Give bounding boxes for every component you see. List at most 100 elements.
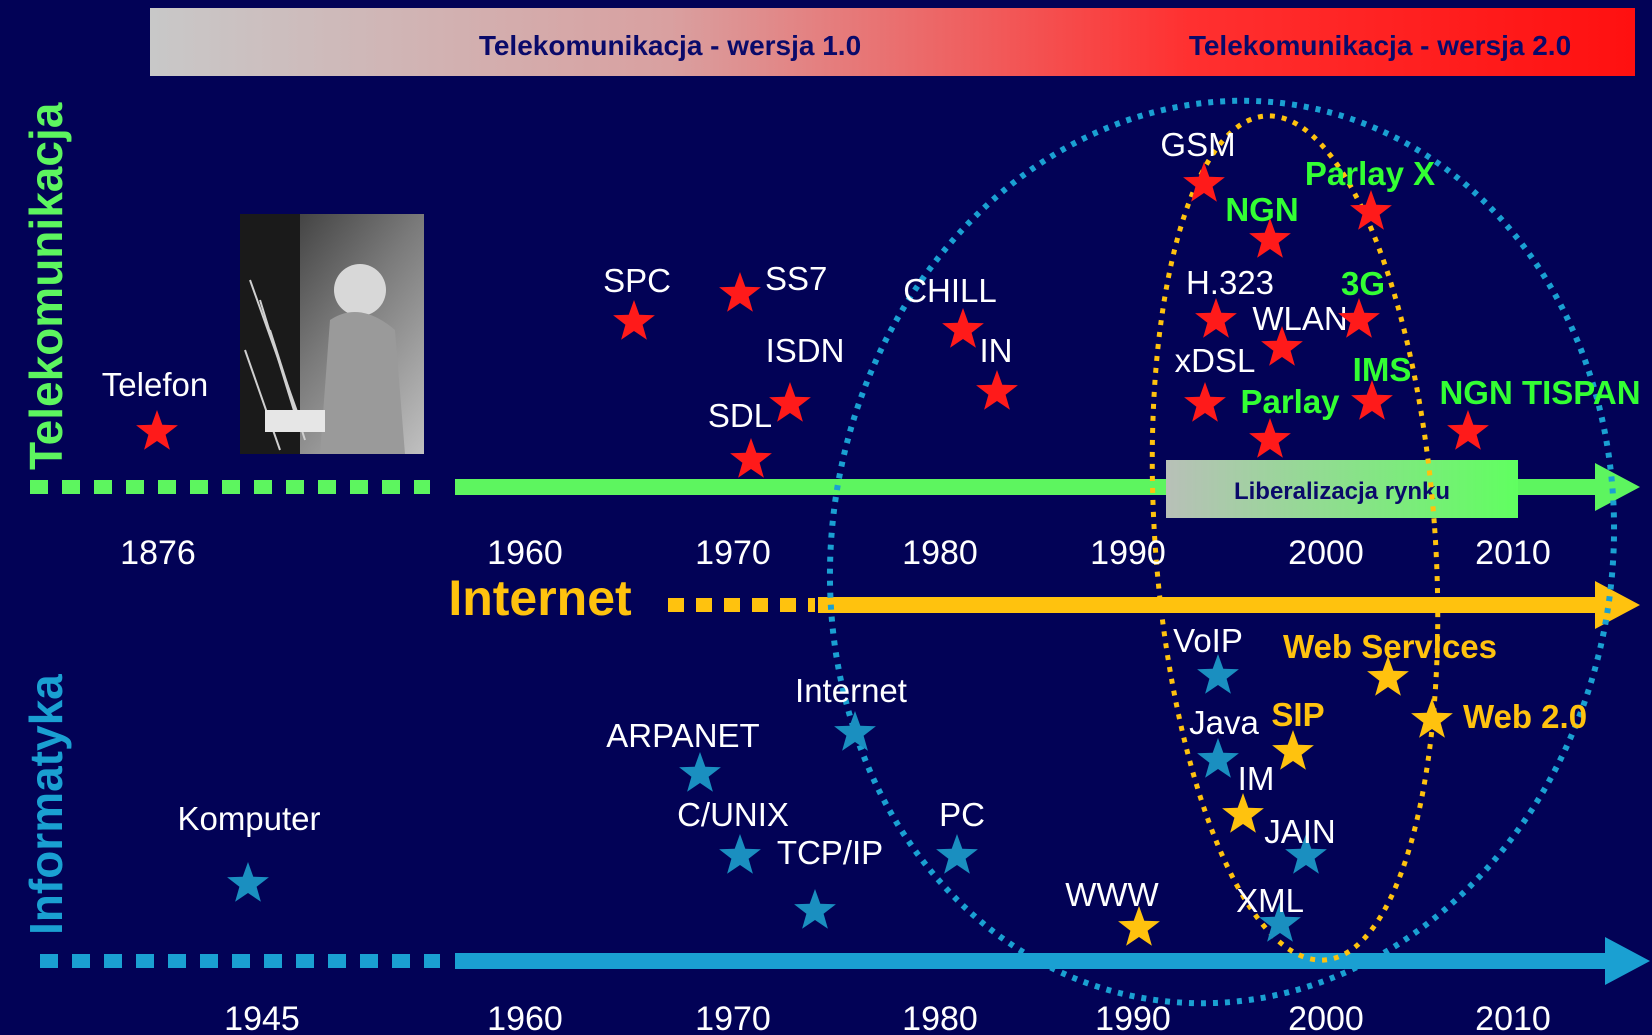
year-label: 2000 <box>1288 534 1364 572</box>
star-icon <box>794 889 836 929</box>
year-label: 1990 <box>1095 1000 1171 1035</box>
telecom-event-gsm: GSM <box>1160 126 1236 202</box>
star-icon <box>1118 906 1160 946</box>
it-event-label: C/UNIX <box>677 796 789 833</box>
telecom-event-isdn: ISDN <box>766 332 845 422</box>
it-event-c-unix: C/UNIX <box>677 796 789 874</box>
it-event-voip: VoIP <box>1173 622 1243 694</box>
telecom-event-label: IN <box>980 332 1013 369</box>
year-label: 2010 <box>1475 534 1551 572</box>
it-event-sip: SIP <box>1271 696 1325 770</box>
telecom-event-label: CHILL <box>903 272 997 309</box>
it-event-label: Java <box>1189 704 1259 741</box>
telecom-event-label: SPC <box>603 262 671 299</box>
liberalization-label: Liberalizacja rynku <box>1234 478 1450 505</box>
it-event-web-2-0: Web 2.0 <box>1411 698 1587 738</box>
year-label: 1945 <box>224 1000 300 1035</box>
it-event-arpanet: ARPANET <box>606 717 760 792</box>
telecom-event-ngn: NGN <box>1225 191 1299 258</box>
telecom-event-label: IMS <box>1353 351 1412 388</box>
year-label: 1876 <box>120 534 196 572</box>
it-event-label: XML <box>1236 882 1304 919</box>
star-icon <box>719 272 761 312</box>
year-label: 1970 <box>695 1000 771 1035</box>
year-label: 2000 <box>1288 1000 1364 1035</box>
star-icon <box>1351 380 1393 420</box>
star-icon <box>936 834 978 874</box>
it-event-label: ARPANET <box>606 717 759 754</box>
telecom-event-3g: 3G <box>1338 265 1385 338</box>
star-icon <box>1261 326 1303 366</box>
star-icon <box>730 438 772 478</box>
year-label: 1970 <box>695 534 771 572</box>
internet-label: Internet <box>448 570 632 626</box>
star-icon <box>1411 698 1453 738</box>
star-icon <box>1447 410 1489 450</box>
liberalization-box <box>1166 460 1518 518</box>
star-icon <box>679 752 721 792</box>
star-icon <box>1249 218 1291 258</box>
it-event-label: IM <box>1238 760 1275 797</box>
year-label: 1980 <box>902 1000 978 1035</box>
year-label: 2010 <box>1475 1000 1551 1035</box>
telecom-event-telefon: Telefon <box>102 366 208 450</box>
it-event-tcp-ip: TCP/IP <box>777 834 883 929</box>
telecom-event-ims: IMS <box>1351 351 1411 420</box>
star-icon <box>1285 834 1327 874</box>
star-icon <box>136 410 178 450</box>
telecom-event-label: H.323 <box>1186 264 1274 301</box>
internet-arrowhead <box>1595 581 1640 629</box>
star-icon <box>834 711 876 751</box>
banner-v1-label: Telekomunikacja - wersja 1.0 <box>479 30 861 61</box>
star-icon <box>227 862 269 902</box>
it-event-internet: Internet <box>795 672 907 751</box>
it-event-label: Web Services <box>1283 628 1497 665</box>
years-top: 1876 1960 1970 1980 1990 2000 2010 <box>120 534 1551 572</box>
star-icon <box>769 382 811 422</box>
year-label: 1960 <box>487 534 563 572</box>
year-label: 1980 <box>902 534 978 572</box>
years-bottom: 1945 1960 1970 1980 1990 2000 2010 <box>224 1000 1551 1035</box>
telecom-event-sdl: SDL <box>708 397 772 478</box>
it-event-jain: JAIN <box>1264 813 1336 874</box>
star-icon <box>1272 730 1314 770</box>
it-event-www: WWW <box>1065 876 1160 946</box>
star-icon <box>1367 656 1409 696</box>
telecom-event-label: NGN TISPAN <box>1439 374 1640 411</box>
it-side-label: Informatyka <box>20 674 72 935</box>
year-label: 1960 <box>487 1000 563 1035</box>
it-event-web-services: Web Services <box>1283 628 1497 696</box>
it-event-label: WWW <box>1065 876 1159 913</box>
telecom-event-label: 3G <box>1341 265 1385 302</box>
telecom-event-xdsl: xDSL <box>1175 342 1255 422</box>
star-icon <box>1338 298 1380 338</box>
it-event-label: Web 2.0 <box>1463 698 1587 735</box>
telecom-event-label: Telefon <box>102 366 208 403</box>
telecom-event-label: WLAN <box>1252 300 1347 337</box>
telecom-event-label: Parlay X <box>1305 155 1435 192</box>
it-event-komputer: Komputer <box>177 800 321 902</box>
telecom-event-parlay-x: Parlay X <box>1305 155 1435 230</box>
star-icon <box>1184 382 1226 422</box>
year-label: 1990 <box>1090 534 1166 572</box>
telecom-event-label: ISDN <box>766 332 845 369</box>
banner-bar <box>150 8 1635 76</box>
telecom-event-ngn-tispan: NGN TISPAN <box>1439 374 1641 450</box>
telecom-event-in: IN <box>976 332 1018 410</box>
star-icon <box>1183 162 1225 202</box>
telecom-event-spc: SPC <box>603 262 671 340</box>
it-event-label: Internet <box>795 672 907 709</box>
banner-v2-label: Telekomunikacja - wersja 2.0 <box>1189 30 1571 61</box>
it-event-label: SIP <box>1271 696 1324 733</box>
it-event-im: IM <box>1222 760 1274 833</box>
star-icon <box>976 370 1018 410</box>
telecom-event-label: GSM <box>1160 126 1235 163</box>
star-icon <box>1350 190 1392 230</box>
star-icon <box>1197 654 1239 694</box>
it-arrowhead <box>1605 937 1650 985</box>
telecom-event-label: SDL <box>708 397 772 434</box>
it-event-label: PC <box>939 796 985 833</box>
star-icon <box>613 300 655 340</box>
